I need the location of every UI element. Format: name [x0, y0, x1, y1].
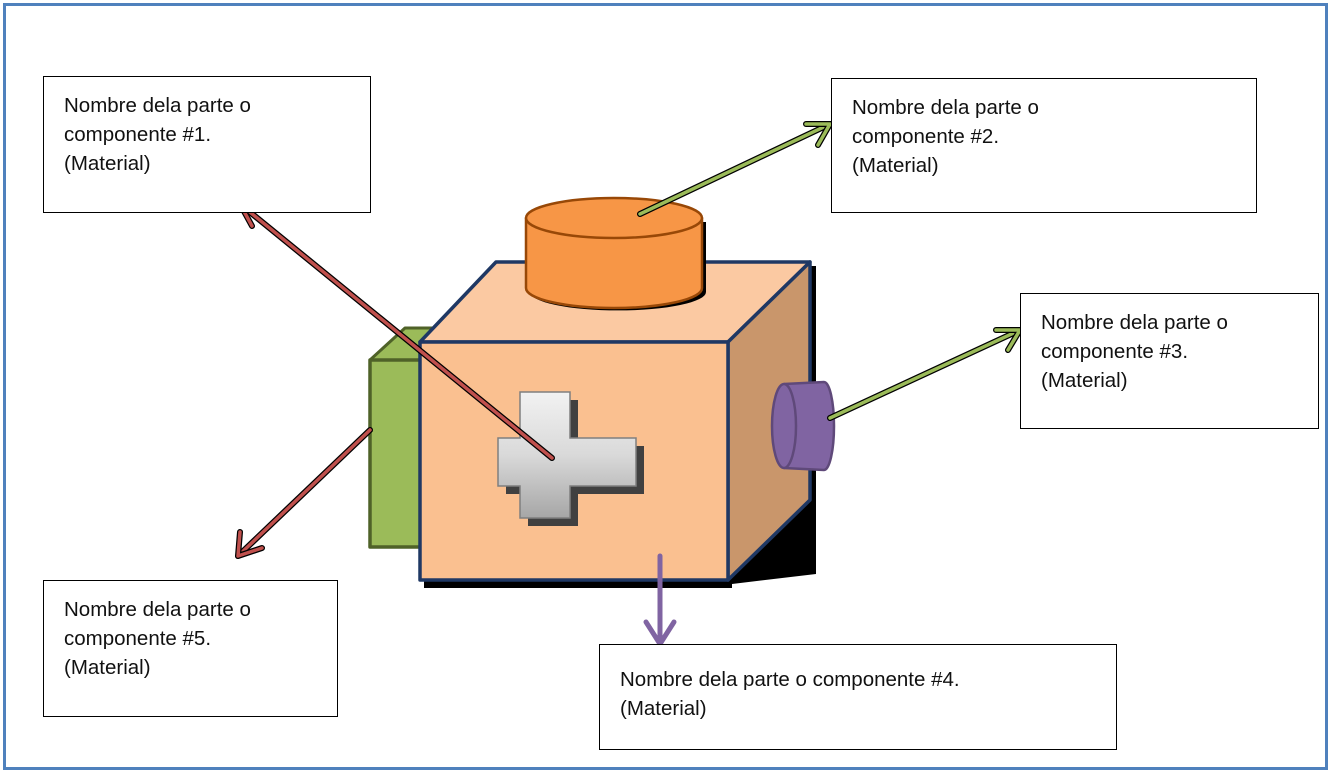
- arrows: [235, 121, 1023, 647]
- label-part-4-line2: (Material): [620, 697, 707, 720]
- label-part-3-line3: (Material): [1041, 369, 1128, 392]
- label-part-1-line2: componente #1.: [64, 123, 212, 146]
- purple-knob-part: [770, 380, 836, 472]
- label-part-1: Nombre dela parte o componente #1. (Mate…: [43, 76, 371, 213]
- label-part-1-line1: Nombre dela parte o: [64, 94, 251, 117]
- cross-shape: [497, 391, 637, 519]
- cylinder-body: [524, 216, 704, 310]
- cylinder-top: [524, 196, 704, 240]
- cross-symbol: [497, 391, 644, 526]
- label-part-1-line3: (Material): [64, 152, 151, 175]
- label-part-2: Nombre dela parte o componente #2. (Mate…: [831, 78, 1257, 213]
- orange-cylinder-part: [524, 196, 706, 311]
- label-part-2-line1: Nombre dela parte o: [852, 96, 1039, 119]
- knob-face: [770, 382, 798, 470]
- label-part-4: Nombre dela parte o componente #4. (Mate…: [599, 644, 1117, 750]
- label-part-4-line1: Nombre dela parte o componente #4.: [620, 668, 960, 691]
- green-block-front: [368, 358, 424, 549]
- arrow-part-2: [637, 121, 833, 217]
- knob-body: [782, 380, 836, 472]
- label-part-5: Nombre dela parte o componente #5. (Mate…: [43, 580, 338, 717]
- label-part-2-line3: (Material): [852, 154, 939, 177]
- arrow-part-3: [827, 327, 1023, 421]
- label-part-3-line2: componente #3.: [1041, 340, 1189, 363]
- label-part-3: Nombre dela parte o componente #3. (Mate…: [1020, 293, 1319, 429]
- label-part-5-line1: Nombre dela parte o: [64, 598, 251, 621]
- label-part-5-line3: (Material): [64, 656, 151, 679]
- label-part-3-line1: Nombre dela parte o: [1041, 311, 1228, 334]
- arrow-part-5: [235, 427, 373, 559]
- label-part-2-line2: componente #2.: [852, 125, 1000, 148]
- label-part-5-line2: componente #5.: [64, 627, 212, 650]
